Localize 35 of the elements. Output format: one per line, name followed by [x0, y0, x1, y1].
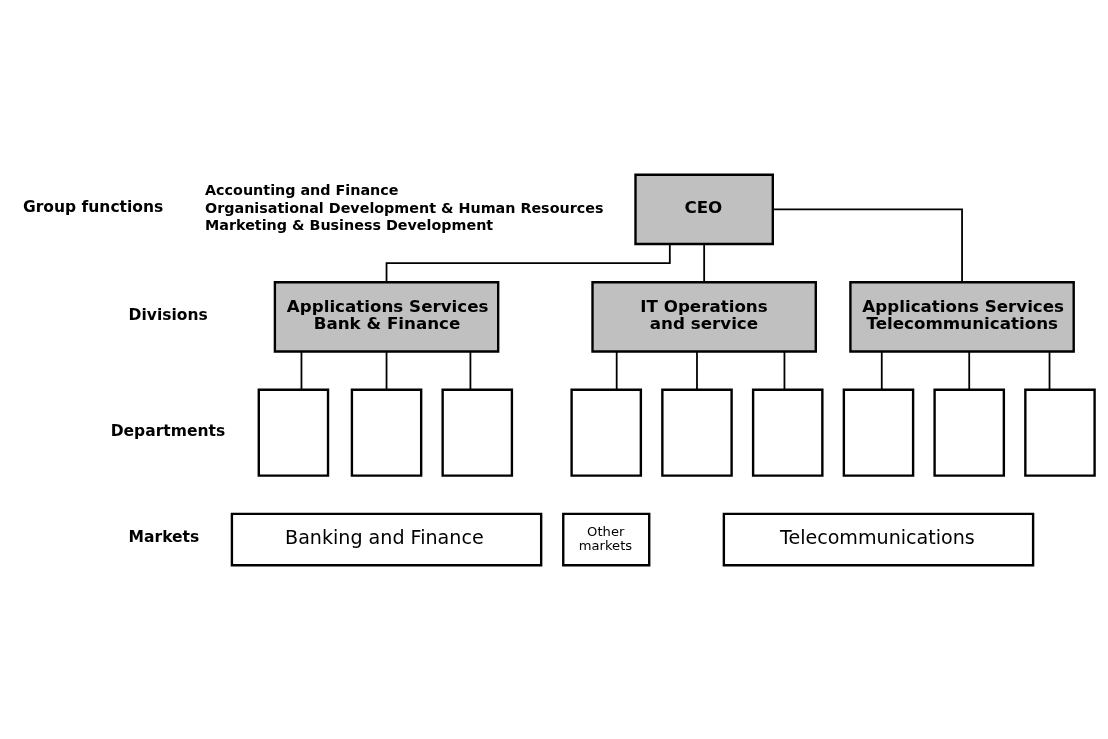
- node-box: Telecommunications: [722, 512, 1035, 566]
- connector: [300, 350, 303, 390]
- node-box: [842, 388, 915, 477]
- node-box: Applications Services Bank & Finance: [273, 280, 500, 353]
- connector: [880, 350, 883, 390]
- node-box: [257, 388, 330, 477]
- node-box: [350, 388, 423, 477]
- label: Group functions: [22, 197, 164, 216]
- node-box: [441, 388, 514, 477]
- label: Accounting and Finance: [205, 181, 399, 198]
- node-box: IT Operations and service: [591, 280, 817, 353]
- node-box: [751, 388, 824, 477]
- node-box: Banking and Finance: [230, 512, 543, 566]
- node-box: Other markets: [562, 512, 651, 566]
- connector: [385, 350, 388, 390]
- label: Departments: [110, 421, 226, 440]
- node-box: [933, 388, 1006, 477]
- connector: [696, 350, 698, 390]
- node-box: Applications Services Telecommunications: [849, 280, 1075, 353]
- label: Marketing & Business Development: [205, 216, 494, 233]
- label: Divisions: [128, 305, 208, 324]
- node-box: [661, 388, 733, 477]
- node-box: CEO: [634, 173, 774, 245]
- connector: [615, 350, 618, 390]
- connector: [703, 243, 706, 283]
- connector: [385, 242, 671, 283]
- connector: [772, 208, 963, 283]
- connector: [1048, 350, 1051, 390]
- node-box: [1024, 388, 1096, 477]
- label: Markets: [128, 527, 200, 546]
- connector: [469, 350, 472, 390]
- node-box: [570, 388, 643, 477]
- label: Organisational Development & Human Resources: [205, 199, 604, 216]
- connector: [783, 350, 786, 390]
- connector: [968, 350, 971, 390]
